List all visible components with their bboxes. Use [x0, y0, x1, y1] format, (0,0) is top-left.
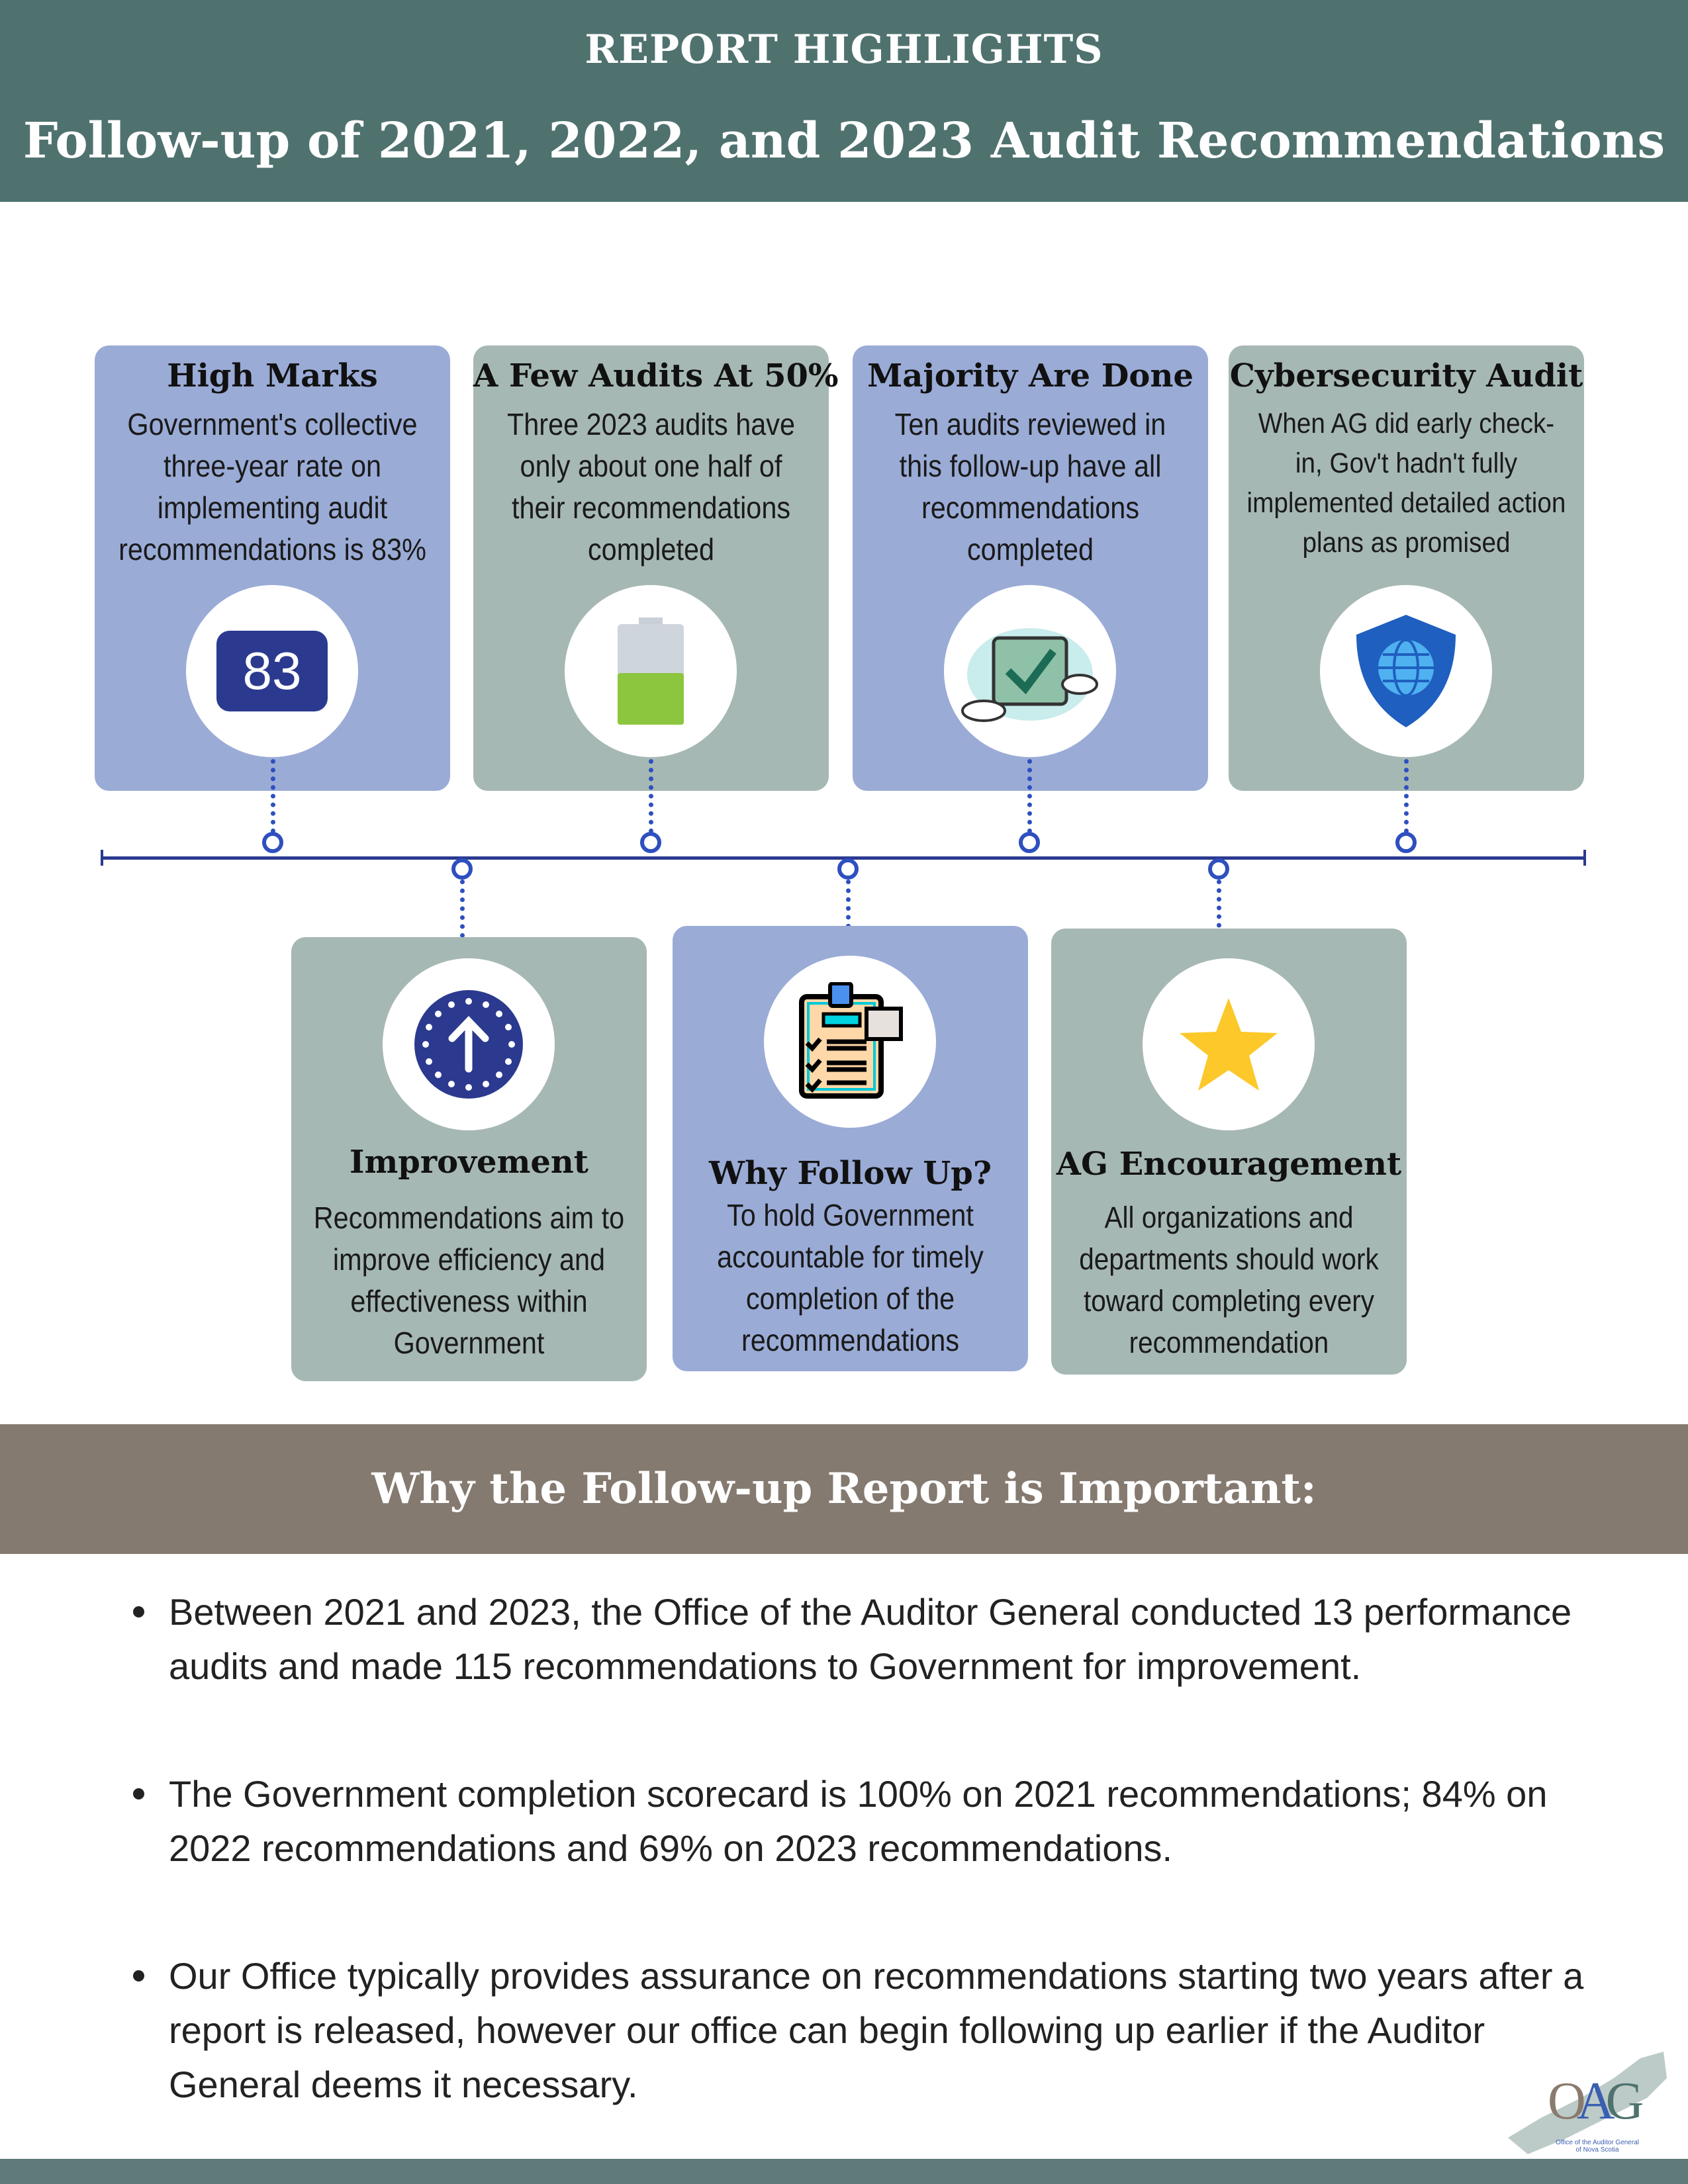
- card-high-marks: High Marks Government's collective three…: [95, 345, 450, 791]
- card-title: Why Follow Up?: [709, 1155, 992, 1192]
- card-title: Improvement: [350, 1144, 588, 1181]
- card-ag-encouragement: AG Encouragement All organizations and d…: [1051, 929, 1407, 1375]
- card-body: When AG did early check-in, Gov't hadn't…: [1246, 408, 1566, 559]
- card-why-follow-up: Why Follow Up? To hold Government accoun…: [673, 926, 1028, 1371]
- star-icon: [1143, 958, 1315, 1130]
- card-title: Majority Are Done: [867, 357, 1194, 394]
- timeline-node: [1208, 858, 1229, 880]
- connector: [271, 759, 275, 833]
- card-title: A Few Audits At 50%: [473, 357, 839, 394]
- bullet-item: Our Office typically provides assurance …: [133, 1949, 1592, 2112]
- report-kicker: REPORT HIGHLIGHTS: [585, 26, 1103, 73]
- card-title: AG Encouragement: [1056, 1146, 1402, 1183]
- bullet-item: The Government completion scorecard is 1…: [133, 1767, 1625, 1876]
- timeline-node: [262, 832, 283, 853]
- card-title: Cybersecurity Audit: [1229, 357, 1583, 394]
- card-majority-done: Majority Are Done Ten audits reviewed in…: [853, 345, 1208, 791]
- logo-caption: of Nova Scotia: [1575, 2146, 1619, 2154]
- logo-caption: Office of the Auditor General: [1555, 2139, 1639, 2146]
- oag-logo: OAG Office of the Auditor General of Nov…: [1501, 2045, 1673, 2158]
- connector: [649, 759, 653, 833]
- footer-bar: [0, 2159, 1688, 2184]
- arrow-up-circle-icon: [383, 958, 555, 1130]
- connector: [1217, 880, 1221, 954]
- connector: [460, 880, 465, 938]
- connector: [846, 880, 851, 955]
- card-body: To hold Government accountable for timel…: [717, 1198, 984, 1357]
- bullet-item: Between 2021 and 2023, the Office of the…: [133, 1585, 1625, 1694]
- timeline-node: [1019, 832, 1040, 853]
- header: REPORT HIGHLIGHTS Follow-up of 2021, 202…: [0, 0, 1688, 202]
- card-title: High Marks: [167, 357, 378, 394]
- timeline-line: [102, 856, 1585, 860]
- card-body: Ten audits reviewed in this follow-up ha…: [894, 407, 1166, 567]
- timeline-node: [640, 832, 661, 853]
- badge-value: 83: [216, 631, 328, 711]
- connector: [1404, 759, 1409, 833]
- card-body: All organizations and departments should…: [1079, 1201, 1379, 1359]
- card-body: Three 2023 audits have only about one ha…: [506, 407, 796, 567]
- card-body: Recommendations aim to improve efficienc…: [313, 1201, 625, 1360]
- timeline-node: [837, 858, 859, 880]
- checkbox-cloud-icon: [944, 585, 1116, 757]
- card-body: Government's collective three-year rate …: [118, 407, 426, 567]
- globe-shield-icon: [1320, 585, 1492, 757]
- clipboard-checklist-icon: [764, 956, 936, 1128]
- timeline-node: [1395, 832, 1417, 853]
- section-title: Why the Follow-up Report is Important:: [0, 1424, 1688, 1554]
- timeline-end: [1583, 850, 1586, 866]
- half-battery-icon: [565, 585, 737, 757]
- timeline-end: [101, 850, 103, 866]
- timeline-node: [451, 858, 473, 880]
- page-title: Follow-up of 2021, 2022, and 2023 Audit …: [23, 113, 1665, 169]
- connector: [1027, 759, 1032, 833]
- card-improvement: Improvement Recommendations aim to impro…: [291, 937, 647, 1381]
- card-cybersecurity: Cybersecurity Audit When AG did early ch…: [1229, 345, 1584, 791]
- card-few-audits: A Few Audits At 50% Three 2023 audits ha…: [473, 345, 839, 791]
- number-83-badge-icon: 83: [186, 585, 358, 757]
